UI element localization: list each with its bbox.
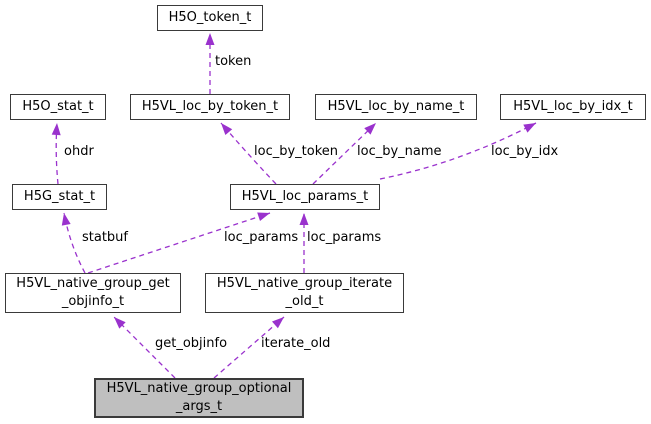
edge-label-loc-by-idx: loc_by_idx bbox=[491, 144, 559, 159]
edge-label-loc-by-name: loc_by_name bbox=[357, 144, 442, 159]
node-label: H5VL_loc_params_t bbox=[241, 189, 369, 204]
node-label: H5VL_loc_by_idx_t bbox=[513, 99, 633, 114]
edge-label-loc-by-token: loc_by_token bbox=[254, 144, 339, 159]
edge-statbuf-arrow bbox=[61, 212, 86, 274]
node-h5vl-loc-by-name-t[interactable]: H5VL_loc_by_name_t bbox=[315, 94, 477, 120]
node-h5vl-native-group-iterate-old-t[interactable]: H5VL_native_group_iterate _old_t bbox=[205, 273, 404, 313]
node-h5g-stat-t[interactable]: H5G_stat_t bbox=[12, 184, 107, 210]
node-h5vl-native-group-get-objinfo-t[interactable]: H5VL_native_group_get _objinfo_t bbox=[5, 273, 181, 313]
edge-label-ohdr: ohdr bbox=[64, 144, 94, 159]
node-h5vl-loc-by-idx-t[interactable]: H5VL_loc_by_idx_t bbox=[500, 94, 646, 120]
edge-loc-params-left-arrow bbox=[87, 212, 271, 274]
node-label: H5O_stat_t bbox=[22, 99, 94, 114]
edge-label-statbuf: statbuf bbox=[82, 230, 129, 245]
node-h5o-stat-t[interactable]: H5O_stat_t bbox=[10, 94, 106, 120]
node-label: H5VL_native_group_optional _args_t bbox=[106, 381, 292, 414]
edge-label-get-objinfo: get_objinfo bbox=[155, 336, 228, 351]
edge-label-token: token bbox=[215, 54, 252, 69]
node-h5vl-loc-by-token-t[interactable]: H5VL_loc_by_token_t bbox=[130, 94, 290, 120]
node-label: H5VL_loc_by_name_t bbox=[327, 99, 465, 114]
edge-label-loc-params-right: loc_params bbox=[307, 230, 382, 245]
node-label: H5VL_loc_by_token_t bbox=[141, 99, 279, 114]
edge-label-loc-params-left: loc_params bbox=[224, 230, 299, 245]
edge-ohdr-arrow bbox=[51, 122, 61, 185]
edge-label-iterate-old: iterate_old bbox=[261, 336, 331, 351]
edge-loc-by-idx-arrow bbox=[379, 122, 537, 180]
node-label: H5VL_native_group_iterate _old_t bbox=[216, 276, 393, 309]
node-h5vl-native-group-optional-args-t: H5VL_native_group_optional _args_t bbox=[94, 378, 304, 418]
edge-iterate-old-arrow bbox=[213, 316, 285, 379]
node-h5o-token-t[interactable]: H5O_token_t bbox=[157, 5, 263, 31]
edge-loc-by-token-arrow bbox=[220, 122, 277, 185]
node-label: H5O_token_t bbox=[168, 10, 252, 25]
edge-loc-by-name-arrow bbox=[312, 122, 377, 185]
node-label: H5VL_native_group_get _objinfo_t bbox=[16, 276, 170, 309]
node-label: H5G_stat_t bbox=[23, 189, 96, 204]
node-h5vl-loc-params-t[interactable]: H5VL_loc_params_t bbox=[230, 184, 380, 210]
